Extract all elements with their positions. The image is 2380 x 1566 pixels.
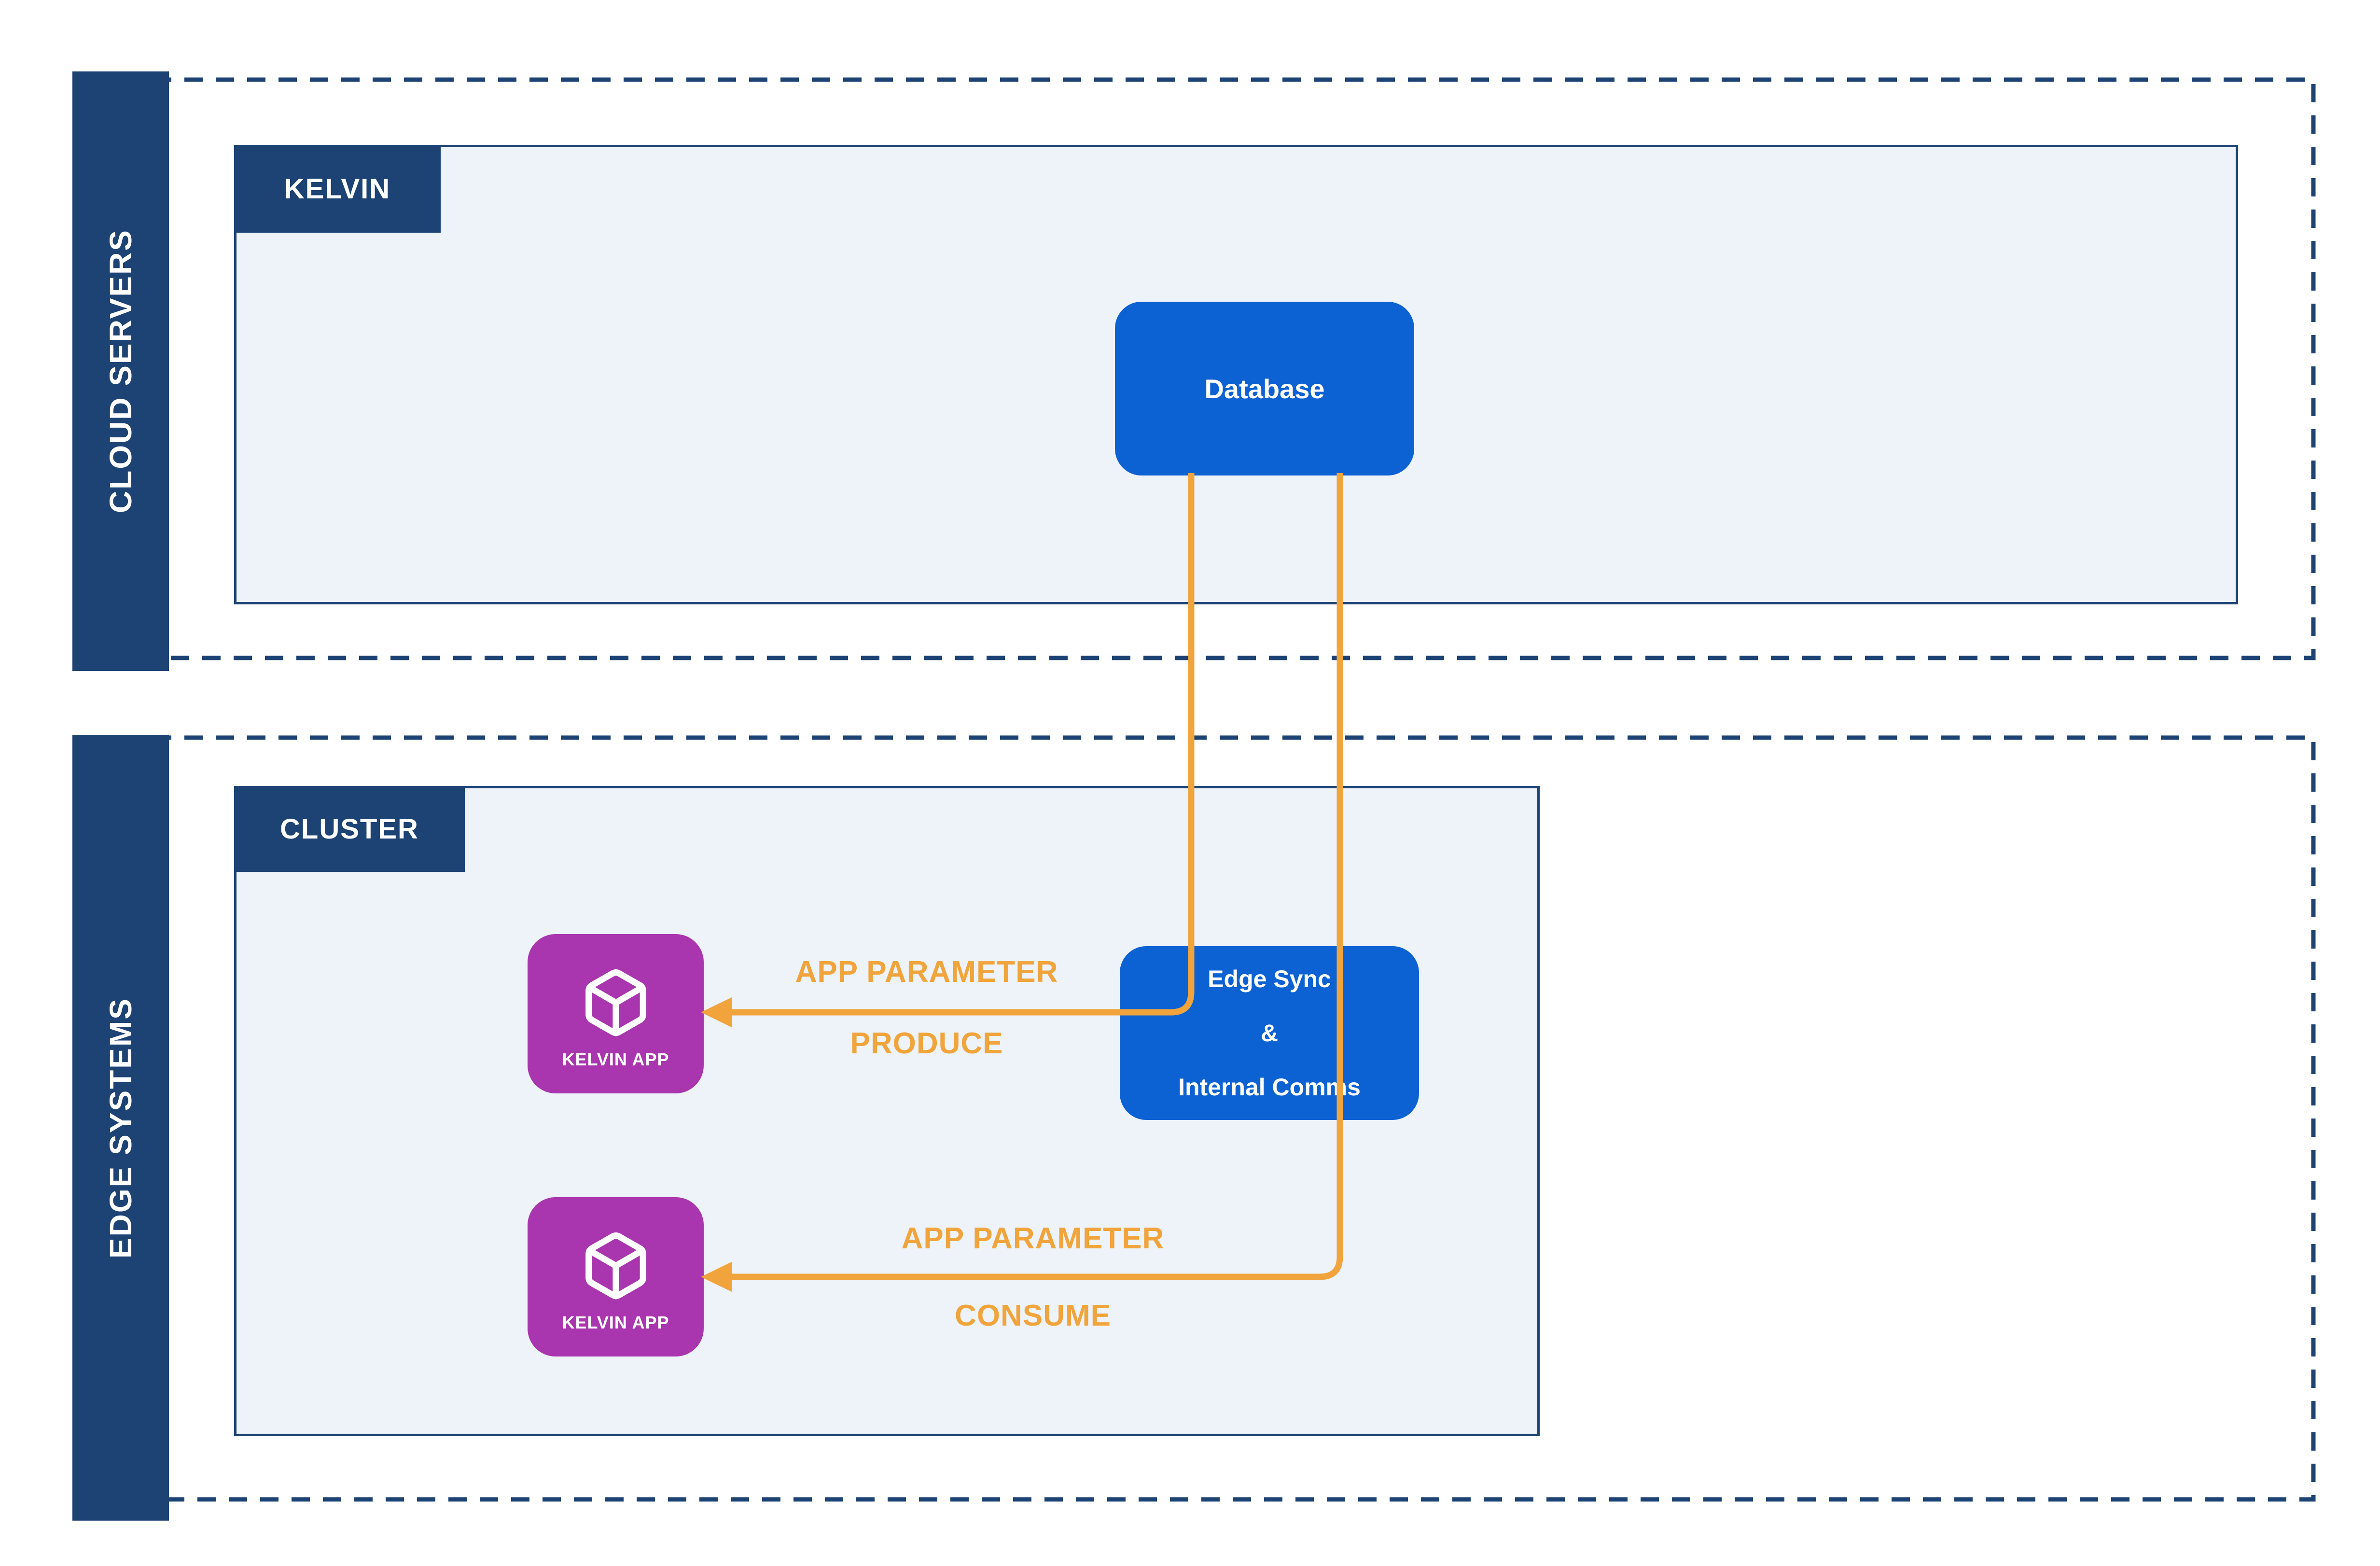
kelvin-app-label: KELVIN APP xyxy=(562,1049,669,1069)
produce-flow-label-line1: APP PARAMETER xyxy=(795,955,1058,989)
cloud-servers-sidebar-label: CLOUD SERVERS xyxy=(103,229,138,514)
edge-systems-sidebar: EDGE SYSTEMS xyxy=(72,735,169,1521)
edge-sync-node: Edge Sync & Internal Comms xyxy=(1120,946,1419,1120)
cluster-panel-tab: CLUSTER xyxy=(234,786,465,872)
cloud-servers-sidebar: CLOUD SERVERS xyxy=(72,71,169,671)
cluster-panel-label: CLUSTER xyxy=(280,813,419,845)
kelvin-app-label: KELVIN APP xyxy=(562,1313,669,1332)
edge-sync-node-line-1: Edge Sync xyxy=(1208,965,1331,993)
kelvin-app-node-2: KELVIN APP xyxy=(528,1197,704,1356)
database-node: Database xyxy=(1115,302,1414,475)
kelvin-panel-tab: KELVIN xyxy=(234,145,441,233)
edge-sync-node-line-3: Internal Comms xyxy=(1178,1074,1361,1101)
cube-icon xyxy=(585,969,646,1036)
consume-flow-label-line1: APP PARAMETER xyxy=(901,1222,1165,1255)
kelvin-panel-label: KELVIN xyxy=(284,173,391,205)
consume-flow-label-line2: CONSUME xyxy=(955,1299,1111,1332)
edge-systems-sidebar-label: EDGE SYSTEMS xyxy=(103,997,138,1258)
edge-sync-node-line-2: & xyxy=(1260,1020,1279,1047)
produce-flow-label-line2: PRODUCE xyxy=(850,1027,1003,1060)
database-node-label: Database xyxy=(1204,373,1325,404)
kelvin-app-node-1: KELVIN APP xyxy=(528,934,704,1093)
cube-icon xyxy=(585,1232,646,1300)
